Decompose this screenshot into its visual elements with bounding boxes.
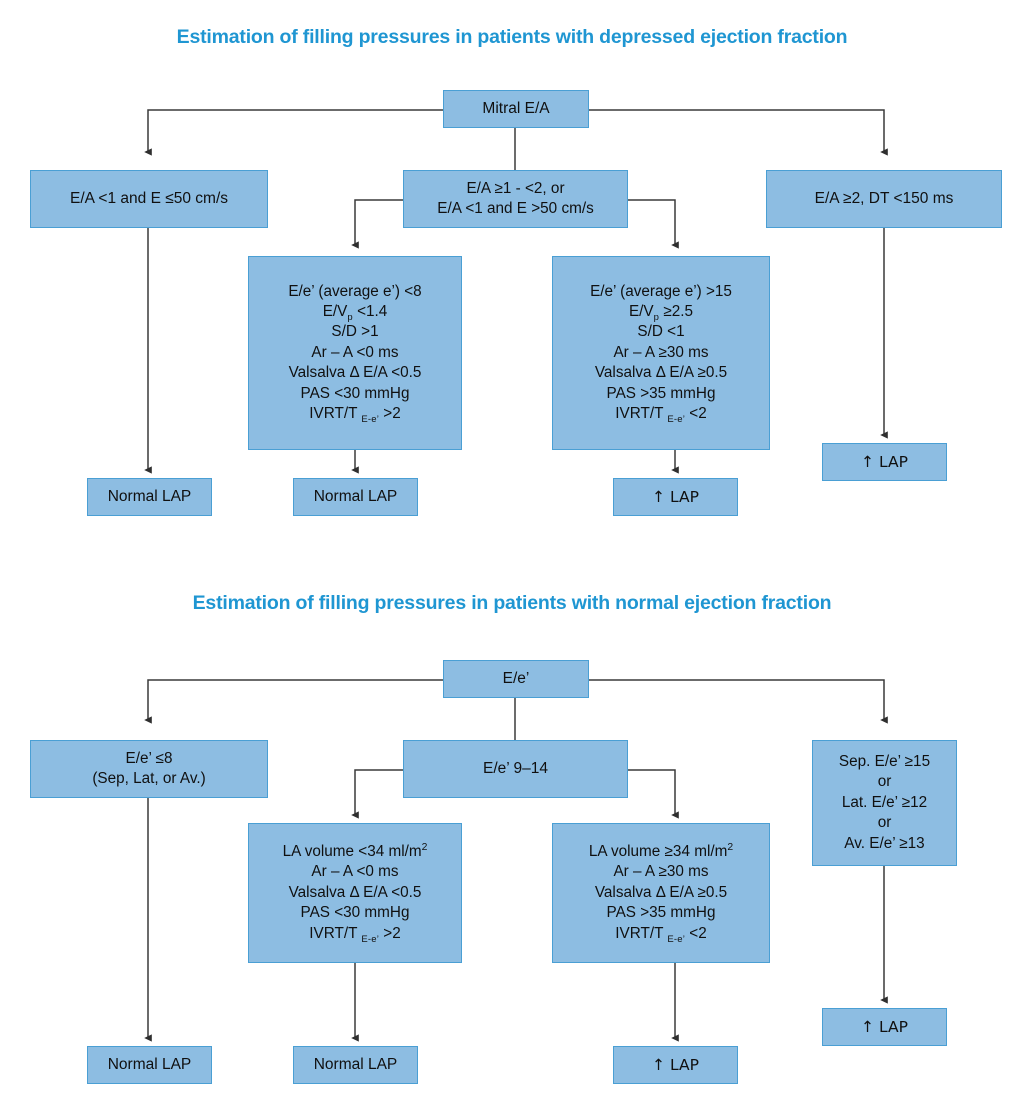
chart-2-root-node[interactable]: E/e’ (443, 660, 589, 698)
detail-line: IVRT/T E-e’ >2 (309, 924, 401, 945)
detail-line: E/e’ (average e’) <8 (288, 282, 422, 300)
chart-depressed-ef: Estimation of filling pressures in patie… (30, 26, 1002, 516)
chart-1-branch-2-criteria[interactable]: E/A ≥1 - <2, or E/A <1 and E >50 cm/s (403, 170, 628, 228)
chart-2-branch-2-criteria[interactable]: E/e’ 9–14 (403, 740, 628, 798)
chart-2-branch-3-criteria[interactable]: Sep. E/e’ ≥15 or Lat. E/e’ ≥12 or Av. E/… (812, 740, 957, 866)
chart-1-outcome-elevated-lap-1[interactable]: ↑ LAP (613, 478, 738, 516)
detail-line: Ar – A ≥30 ms (613, 863, 709, 881)
outcome-label: Normal LAP (313, 487, 398, 505)
detail-line: E/Vp ≥2.5 (628, 303, 694, 324)
detail-line: Valsalva Δ E/A ≥0.5 (594, 883, 728, 901)
detail-line: S/D >1 (331, 323, 379, 341)
chart-1-detail-right[interactable]: E/e’ (average e’) >15 E/Vp ≥2.5 S/D <1 A… (552, 256, 770, 450)
outcome-label: ↑ LAP (652, 1055, 699, 1074)
detail-line: IVRT/T E-e’ <2 (615, 404, 707, 425)
detail-line: Ar – A ≥30 ms (613, 343, 709, 361)
chart-2-outcome-normal-lap-1[interactable]: Normal LAP (87, 1046, 212, 1084)
chart-1-root-node[interactable]: Mitral E/A (443, 90, 589, 128)
criteria-line: E/e’ 9–14 (483, 759, 548, 777)
criteria-line: or (877, 773, 892, 791)
detail-line: PAS <30 mmHg (300, 384, 410, 402)
detail-line: LA volume ≥34 ml/m2 (588, 842, 734, 861)
detail-line: IVRT/T E-e’ >2 (309, 404, 401, 425)
detail-line: E/Vp <1.4 (322, 303, 388, 324)
chart-1-branch-3-criteria[interactable]: E/A ≥2, DT <150 ms (766, 170, 1002, 228)
chart-2-title: Estimation of filling pressures in patie… (192, 592, 832, 614)
criteria-line: (Sep, Lat, or Av.) (92, 770, 206, 787)
criteria-line: or (877, 814, 892, 832)
criteria-line: Sep. E/e’ ≥15 (838, 753, 931, 771)
chart-1-branch-1-criteria[interactable]: E/A <1 and E ≤50 cm/s (30, 170, 268, 228)
chart-2-detail-left[interactable]: LA volume <34 ml/m2 Ar – A <0 ms Valsalv… (248, 823, 462, 963)
criteria-line: E/e’ ≤8 (125, 749, 173, 767)
detail-line: E/e’ (average e’) >15 (590, 282, 732, 300)
detail-line: Valsalva Δ E/A <0.5 (288, 364, 422, 382)
detail-line: S/D <1 (637, 323, 685, 341)
outcome-label: ↑ LAP (861, 452, 908, 471)
outcome-label: ↑ LAP (652, 487, 699, 506)
chart-1-detail-left[interactable]: E/e’ (average e’) <8 E/Vp <1.4 S/D >1 Ar… (248, 256, 462, 450)
chart-1-outcome-elevated-lap-2[interactable]: ↑ LAP (822, 443, 947, 481)
detail-line: Ar – A <0 ms (311, 343, 399, 361)
criteria-line: E/A <1 and E >50 cm/s (437, 200, 594, 217)
chart-2-branch-1-criteria[interactable]: E/e’ ≤8 (Sep, Lat, or Av.) (30, 740, 268, 798)
chart-2-outcome-normal-lap-2[interactable]: Normal LAP (293, 1046, 418, 1084)
detail-line: Ar – A <0 ms (311, 863, 399, 881)
chart-1-root-label: Mitral E/A (482, 99, 550, 117)
criteria-line: E/A ≥2, DT <150 ms (814, 189, 954, 207)
chart-1-title: Estimation of filling pressures in patie… (176, 26, 848, 48)
outcome-label: Normal LAP (107, 1055, 192, 1073)
detail-line: Valsalva Δ E/A <0.5 (288, 883, 422, 901)
criteria-line: Av. E/e’ ≥13 (844, 834, 925, 852)
detail-line: PAS >35 mmHg (606, 904, 716, 922)
detail-line: PAS >35 mmHg (606, 384, 716, 402)
chart-normal-ef: Estimation of filling pressures in patie… (0, 560, 1024, 1100)
criteria-line: E/A ≥1 - <2, or (466, 179, 565, 197)
outcome-label: Normal LAP (313, 1055, 398, 1073)
chart-1-outcome-normal-lap-2[interactable]: Normal LAP (293, 478, 418, 516)
chart-2-outcome-elevated-lap-2[interactable]: ↑ LAP (822, 1008, 947, 1046)
detail-line: Valsalva Δ E/A ≥0.5 (594, 364, 728, 382)
outcome-label: ↑ LAP (861, 1017, 908, 1036)
chart-2-detail-right[interactable]: LA volume ≥34 ml/m2 Ar – A ≥30 ms Valsal… (552, 823, 770, 963)
detail-line: LA volume <34 ml/m2 (282, 842, 428, 861)
criteria-line: Lat. E/e’ ≥12 (841, 793, 928, 811)
detail-line: PAS <30 mmHg (300, 904, 410, 922)
outcome-label: Normal LAP (107, 487, 192, 505)
chart-1-outcome-normal-lap-1[interactable]: Normal LAP (87, 478, 212, 516)
criteria-line: E/A <1 and E ≤50 cm/s (70, 189, 228, 207)
chart-2-outcome-elevated-lap-1[interactable]: ↑ LAP (613, 1046, 738, 1084)
chart-2-root-label: E/e’ (502, 669, 530, 687)
detail-line: IVRT/T E-e’ <2 (615, 924, 707, 945)
